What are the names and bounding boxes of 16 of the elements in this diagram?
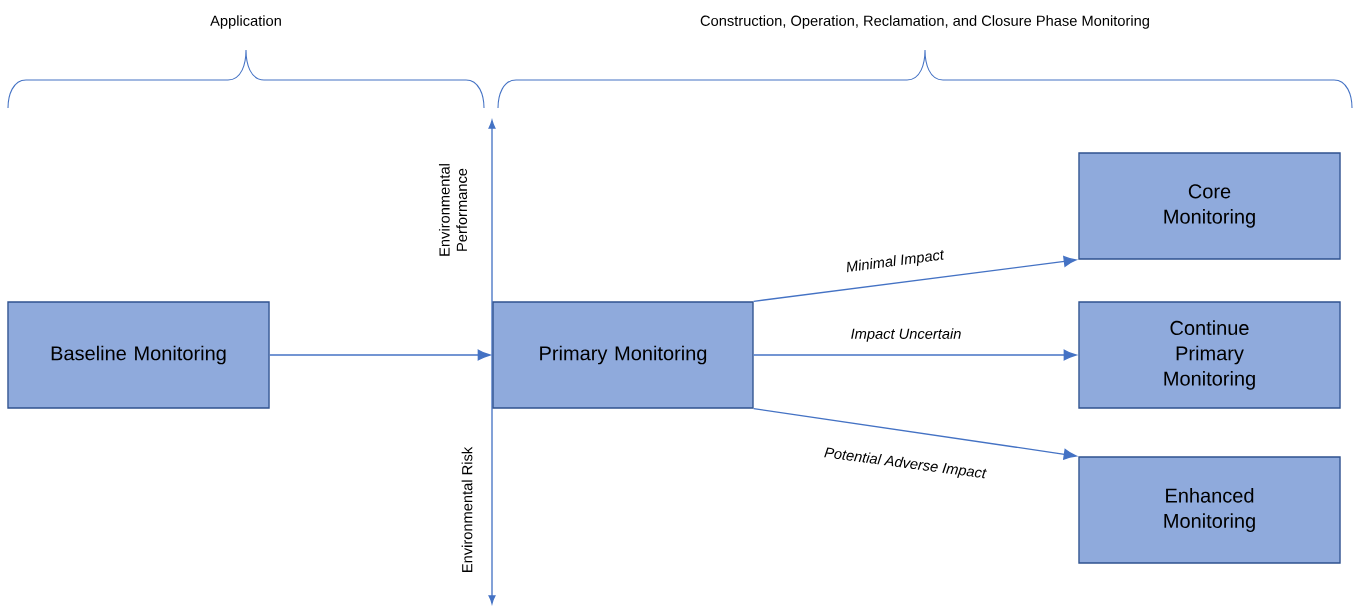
phase-label: Construction, Operation, Reclamation, and Closure Phase Monitoring (700, 15, 1149, 29)
edge-label: Minimal Impact (847, 250, 944, 273)
arrow (269, 349, 491, 361)
edge-label: Potential Adverse Impact (824, 447, 987, 479)
process-box: Enhanced Monitoring (1078, 456, 1341, 564)
arrow (753, 256, 1077, 302)
process-box: Core Monitoring (1078, 152, 1341, 260)
process-box: Primary Monitoring (492, 301, 754, 409)
axis-label: Environmental Performance (438, 164, 468, 256)
process-box: Baseline Monitoring (7, 301, 270, 409)
process-box: Continue Primary Monitoring (1078, 301, 1341, 409)
arrow (753, 408, 1077, 460)
arrow (753, 349, 1077, 361)
axis-label: Environmental Risk (461, 446, 473, 572)
phase-label: Application (210, 15, 281, 29)
edge-label: Impact Uncertain (851, 328, 961, 342)
